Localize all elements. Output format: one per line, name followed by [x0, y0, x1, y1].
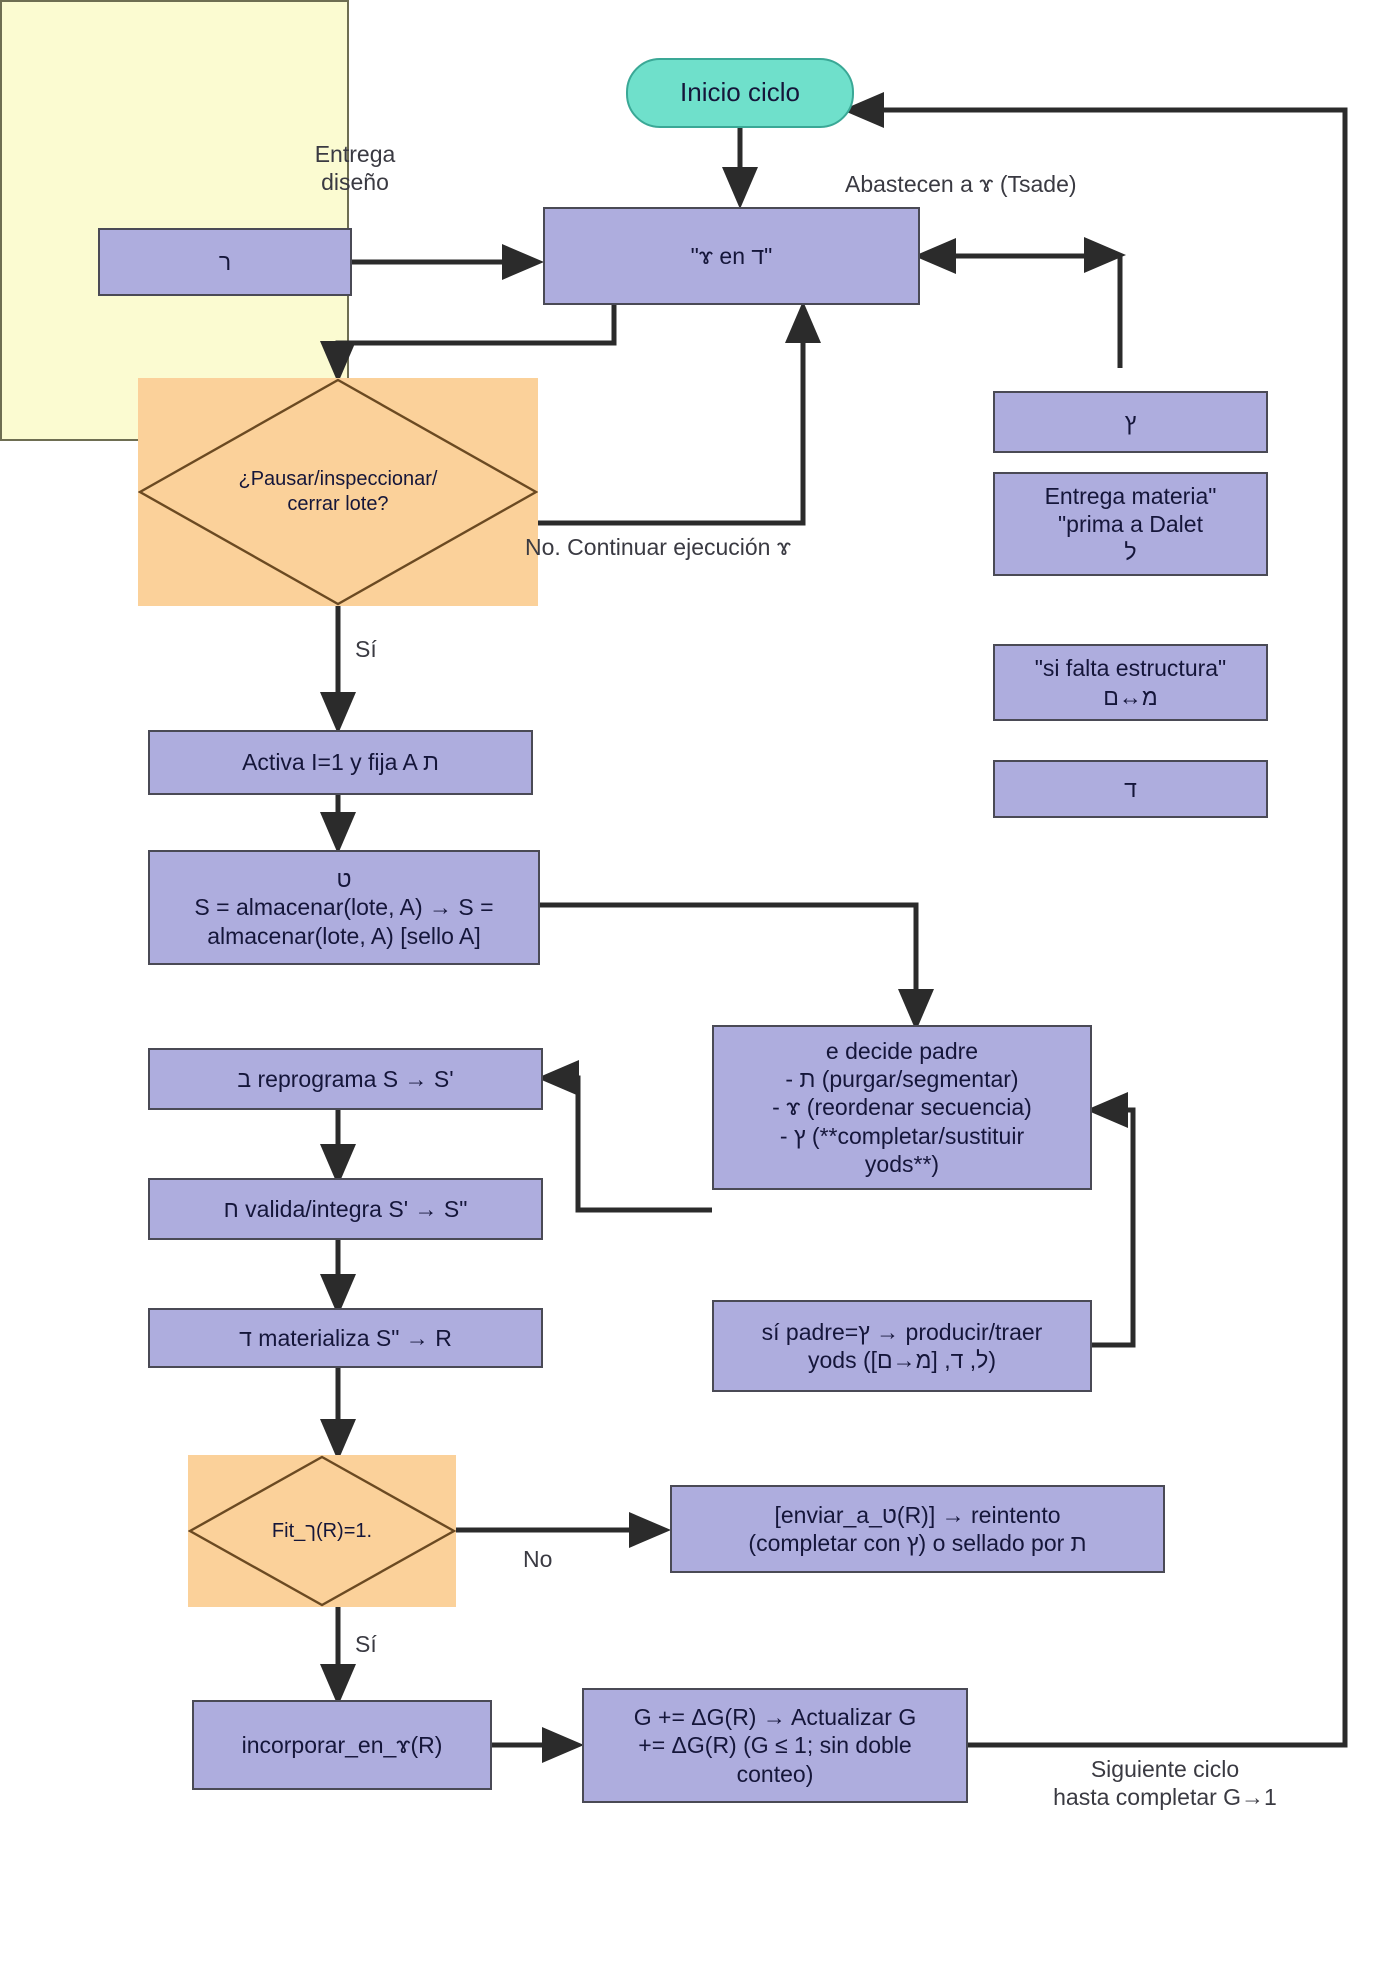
edge-label-no-continuar: No. Continuar ejecución ɤ: [525, 534, 792, 560]
edge-label-abastecen: Abastecen a ɤ (Tsade): [845, 171, 1077, 197]
edge-label-si-fit: Sí: [355, 1631, 377, 1657]
edge-sipadre-to-decide: [1085, 1092, 1136, 1348]
node-incorporar[interactable]: incorporar_en_ɤ(R): [192, 1700, 492, 1790]
group-item-2[interactable]: "si falta estructura" מ↔ם: [993, 644, 1268, 721]
group-item-1[interactable]: Entrega materia" "prima a Dalet ל: [993, 472, 1268, 576]
edge-label-si-pausar: Sí: [355, 636, 377, 662]
node-decision-fit[interactable]: Fit_ך(R)=1.: [188, 1455, 456, 1607]
node-reintento[interactable]: [enviar_a_ט(R)] → reintento (completar c…: [670, 1485, 1165, 1573]
edge-almacenar-to-decide: [540, 902, 934, 1032]
diamond-shape-icon: [138, 378, 538, 606]
node-start-inicio-ciclo[interactable]: Inicio ciclo: [626, 58, 854, 128]
node-actualizar-g[interactable]: G += ΔG(R) → Actualizar G += ΔG(R) (G ≤ …: [582, 1688, 968, 1803]
node-decide-padre[interactable]: e decide padre - ת (purgar/segmentar) - …: [712, 1025, 1092, 1190]
node-activa[interactable]: Activa I=1 y fija A ת: [148, 730, 533, 795]
node-materializa[interactable]: ד materializa S" → R: [148, 1308, 543, 1368]
node-tsade-en-dalet[interactable]: "ɤ en ד": [543, 207, 920, 305]
edge-label-siguiente-ciclo: Siguiente ciclo hasta completar G→1: [1053, 1756, 1277, 1811]
node-decision-fit-label: Fit_ך(R)=1.: [271, 1519, 373, 1542]
group-item-0[interactable]: ץ: [993, 391, 1268, 453]
diamond-shape-icon: [188, 1455, 456, 1607]
edge-label-no-fit: No: [523, 1546, 553, 1572]
edge-decision-no-to-tsade: [500, 300, 821, 526]
edge-tsade-to-decision: [320, 303, 617, 384]
node-si-padre[interactable]: sí padre=ץ → producir/traer yods ([מ→ם] …: [712, 1300, 1092, 1392]
node-resh[interactable]: ר: [98, 228, 352, 296]
node-valida[interactable]: ח valida/integra S' → S": [148, 1178, 543, 1240]
node-decision-pausar-label: ¿Pausar/inspeccionar/ cerrar lote?: [238, 468, 438, 515]
group-container-suministro: [0, 0, 349, 441]
edge-supply-to-tsade: [913, 238, 1123, 368]
node-almacenar[interactable]: ט S = almacenar(lote, A) → S = almacenar…: [148, 850, 540, 965]
node-decision-pausar[interactable]: ¿Pausar/inspeccionar/ cerrar lote?: [138, 378, 538, 606]
edge-label-entrega-diseno: Entrega diseño: [314, 141, 396, 196]
node-reprograma[interactable]: ב reprograma S → S': [148, 1048, 543, 1110]
group-item-3[interactable]: ד: [993, 760, 1268, 818]
edge-decide-to-reprograma: [536, 1060, 712, 1213]
